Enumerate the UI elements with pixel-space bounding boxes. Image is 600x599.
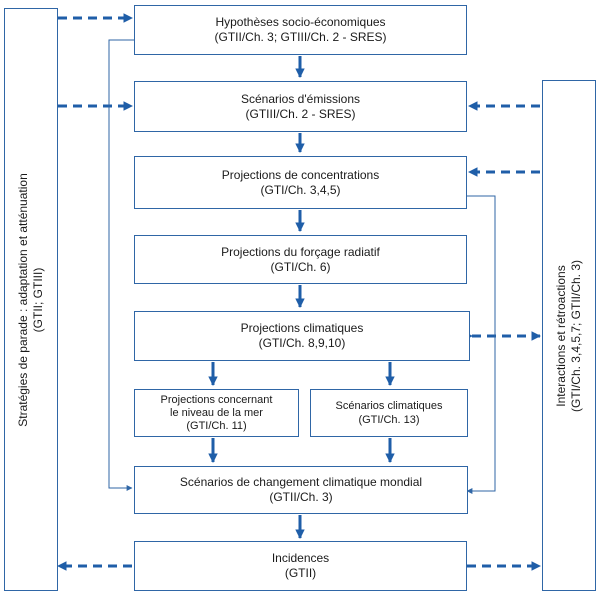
box-subtitle: (GTI/Ch. 13) (358, 414, 420, 426)
box-title: Scénarios climatiques (335, 400, 443, 412)
box-title: Hypothèses socio-économiques (215, 15, 386, 29)
left-panel-label: Stratégies de parade : adaptation et att… (16, 173, 46, 427)
box-title: Incidences (271, 551, 330, 565)
box-title: Projections de concentrations (221, 167, 380, 182)
box-climate-scenarios: Scénarios climatiques (GTI/Ch. 13) (310, 389, 468, 437)
right-panel-interactions (542, 80, 596, 591)
box-emission-scenarios: Scénarios d'émissions (GTIII/Ch. 2 - SRE… (134, 81, 467, 132)
left-panel-strategies (4, 8, 58, 591)
box-title: Projections du forçage radiatif (221, 244, 380, 259)
thin-line-concentrations-to-mondial (466, 195, 496, 494)
thin-line-socio-to-mondial (108, 39, 134, 491)
box-subtitle: (GTI/Ch. 6) (270, 259, 331, 274)
box-subtitle: (GTI/Ch. 3,4,5) (260, 182, 341, 197)
box-radiative-forcing: Projections du forçage radiatif (GTI/Ch.… (134, 235, 467, 284)
box-subtitle: (GTIII/Ch. 2 - SRES) (245, 106, 356, 121)
box-subtitle: (GTI/Ch. 11) (186, 419, 247, 432)
box-global-climate-change-scenarios: Scénarios de changement climatique mondi… (134, 466, 468, 514)
box-subtitle: (GTII) (284, 566, 317, 580)
right-panel-line2: (GTI/Ch. 3,4,5,7; GTII/Ch. 3) (569, 259, 583, 413)
box-title: Projections climatiques (240, 321, 364, 335)
box-title: Scénarios de changement climatique mondi… (179, 475, 423, 489)
right-panel-line1: Interactions et rétroactions (554, 265, 568, 407)
left-panel-line1: Stratégies de parade : adaptation et att… (16, 173, 30, 427)
box-title: Scénarios d'émissions (240, 91, 360, 106)
box-subtitle: (GTII/Ch. 3; GTIII/Ch. 2 - SRES) (214, 30, 387, 44)
box-concentration-projections: Projections de concentrations (GTI/Ch. 3… (134, 156, 467, 209)
box-title-line2: le niveau de la mer (170, 406, 263, 419)
left-panel-line2: (GTII; GTIII) (31, 267, 45, 333)
box-subtitle: (GTII/Ch. 3) (269, 490, 333, 504)
box-socio-economic-assumptions: Hypothèses socio-économiques (GTII/Ch. 3… (134, 5, 467, 55)
box-sea-level-projections: Projections concernant le niveau de la m… (134, 389, 299, 437)
box-climate-projections: Projections climatiques (GTI/Ch. 8,9,10) (134, 311, 470, 361)
box-title-line1: Projections concernant (160, 393, 273, 406)
box-impacts: Incidences (GTII) (134, 541, 467, 591)
right-panel-label: Interactions et rétroactions (GTI/Ch. 3,… (554, 260, 584, 412)
box-subtitle: (GTI/Ch. 8,9,10) (258, 336, 346, 350)
